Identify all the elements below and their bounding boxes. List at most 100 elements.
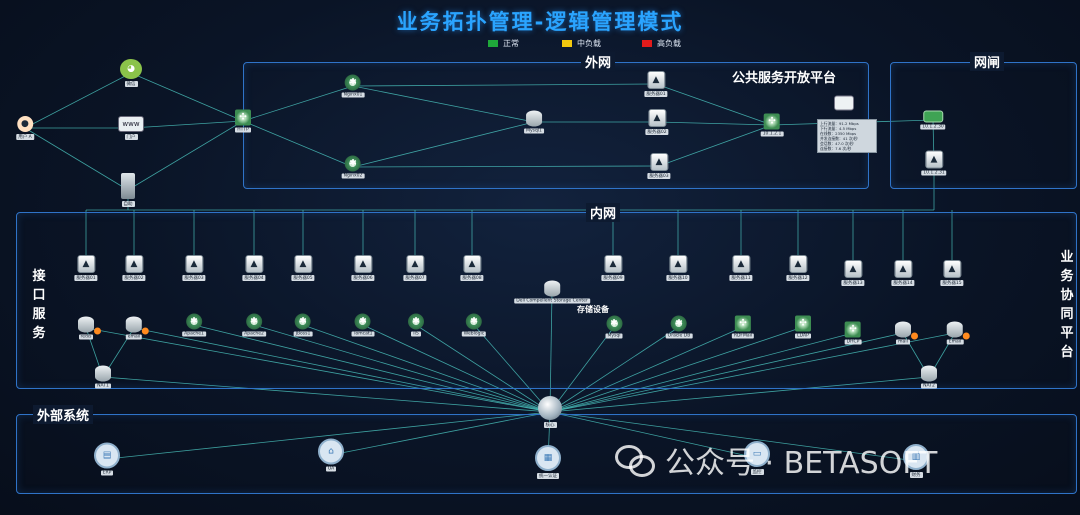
http-node[interactable]: ✣HTTP: [235, 109, 251, 133]
link-line: [549, 326, 680, 413]
gear-icon: ✱: [354, 313, 371, 330]
home-icon: ⌂: [318, 438, 344, 465]
biz-soft1-node[interactable]: ✱Mysql: [605, 315, 623, 339]
biz-server5-node[interactable]: ▲服务器13: [841, 260, 865, 286]
mid-soft3-node[interactable]: ✱JBoss1: [293, 313, 313, 337]
zone-business-platform-label: 业务协同平台: [1060, 250, 1074, 360]
wechat-icon: [615, 443, 655, 477]
redis-node[interactable]: redis: [78, 316, 101, 340]
mid-server1-node[interactable]: ▲服务器03: [182, 255, 206, 281]
link-line: [193, 324, 551, 413]
database-icon: [895, 321, 918, 340]
outer-auth-node[interactable]: ▦统一认证: [535, 445, 561, 479]
link-line: [242, 85, 354, 122]
link-line: [415, 324, 551, 413]
mid-server6-node[interactable]: ▲服务器08: [460, 255, 484, 281]
nginx1-node[interactable]: ✱Nginx01: [341, 74, 365, 98]
mid-server2-node[interactable]: ▲服务器04: [242, 255, 266, 281]
legend-swatch: [562, 40, 572, 47]
zone-internal[interactable]: [16, 212, 1077, 389]
biz-server1-node[interactable]: ▲服务器09: [601, 255, 625, 281]
biz-server6-node[interactable]: ▲服务器14: [891, 260, 915, 286]
monitor-icon: ▭: [744, 441, 770, 467]
link-line: [133, 327, 551, 413]
zone-gateway[interactable]: [890, 62, 1077, 189]
database-icon: [95, 365, 111, 382]
user-node[interactable]: ●用户 A: [16, 116, 34, 140]
database-icon: [78, 316, 101, 335]
kiosk-icon: [121, 173, 135, 199]
gateway-server-node[interactable]: ▲10.1.2.31: [921, 150, 947, 176]
outer-monitor-node[interactable]: ▭监控: [744, 441, 770, 475]
outer-oa-node[interactable]: ⌂OA: [318, 438, 344, 472]
link-line: [549, 326, 744, 413]
cluster-icon: ✣: [795, 315, 811, 332]
firewall-icon: [922, 110, 943, 123]
zone-gateway-label: 网闸: [970, 52, 1005, 71]
server-icon: ▲: [184, 255, 203, 273]
server-icon: ▲: [293, 255, 312, 273]
mid-soft1-node[interactable]: ✱Apache1: [182, 313, 206, 337]
wechat-node[interactable]: ◕微信: [120, 59, 142, 87]
link-line: [549, 326, 804, 413]
biz-soft5-node[interactable]: ✣DHCP: [844, 321, 862, 345]
legend-normal: 正常: [488, 38, 519, 49]
mid-soft4-node[interactable]: ✱Tomcat1: [351, 313, 375, 337]
firewall-node[interactable]: 10.1.2.30: [920, 110, 946, 130]
server-icon: ▲: [668, 255, 687, 273]
ext-cluster-node[interactable]: ✣10.1.2.1: [760, 113, 784, 137]
link-line: [549, 411, 758, 459]
link-line: [352, 83, 657, 87]
server-icon: ▲: [646, 71, 665, 89]
storage-node[interactable]: Dell Compellent Storage Center: [514, 280, 590, 304]
mid-soft2-node[interactable]: ✱Apache2: [242, 313, 266, 337]
iface-server1-node[interactable]: ▲服务器01: [74, 255, 98, 281]
link-line: [253, 324, 551, 413]
watermark: 公众号 · BETASOFT: [615, 438, 937, 482]
outer-erp-node[interactable]: ▤ERP: [94, 442, 120, 476]
database-icon: [921, 365, 937, 382]
mid-soft5-node[interactable]: ✱IIS: [408, 313, 424, 337]
nat1-node[interactable]: NAT1: [95, 365, 111, 389]
user-icon: ●: [16, 116, 33, 132]
link-line: [549, 291, 553, 413]
nat2-node[interactable]: NAT2: [921, 365, 937, 389]
zone-external-label: 外网: [581, 52, 616, 71]
link-line: [330, 411, 551, 456]
alert-badge: [963, 332, 970, 340]
server-icon: ▲: [942, 260, 961, 278]
server-icon: ▲: [76, 255, 95, 273]
ext-server1-node[interactable]: ▲服务器01: [644, 71, 668, 97]
link-line: [352, 85, 535, 123]
link-line: [352, 121, 535, 168]
biz-soft2-node[interactable]: ✱Oracle DB: [665, 315, 693, 339]
ext-server2-node[interactable]: ▲服务器02: [645, 109, 669, 135]
biz-soft7-node[interactable]: Email: [946, 321, 970, 345]
cluster-icon: ✣: [763, 113, 780, 130]
kiosk-node[interactable]: 自助: [121, 173, 135, 207]
mid-soft6-node[interactable]: ✱Weblogic: [461, 313, 487, 337]
outer-finance-node[interactable]: ▥财务: [903, 444, 929, 478]
mysql-node[interactable]: Mysql1: [524, 110, 544, 134]
mid-server3-node[interactable]: ▲服务器05: [291, 255, 315, 281]
biz-soft6-node[interactable]: mail: [895, 321, 918, 345]
monitor-node[interactable]: [834, 95, 854, 111]
nginx2-node[interactable]: ✱Nginx02: [341, 155, 365, 179]
link-line: [352, 165, 660, 168]
core-switch-node[interactable]: 核心: [538, 396, 562, 428]
gear-icon: ✱: [670, 315, 687, 332]
ext-server3-node[interactable]: ▲服务器03: [647, 153, 671, 179]
iface-server2-node[interactable]: ▲服务器02: [122, 255, 146, 281]
biz-server4-node[interactable]: ▲服务器12: [786, 255, 810, 281]
email-node[interactable]: email: [125, 316, 149, 340]
biz-server2-node[interactable]: ▲服务器10: [666, 255, 690, 281]
biz-soft4-node[interactable]: ✣LDAP: [795, 315, 811, 339]
biz-soft3-node[interactable]: ✣RDFMail: [731, 315, 755, 339]
storage-icon: [543, 280, 560, 297]
biz-server7-node[interactable]: ▲服务器15: [940, 260, 964, 286]
mid-server5-node[interactable]: ▲服务器07: [403, 255, 427, 281]
biz-server3-node[interactable]: ▲服务器11: [729, 255, 753, 281]
gear-icon: ✱: [294, 313, 311, 330]
mid-server4-node[interactable]: ▲服务器06: [351, 255, 375, 281]
